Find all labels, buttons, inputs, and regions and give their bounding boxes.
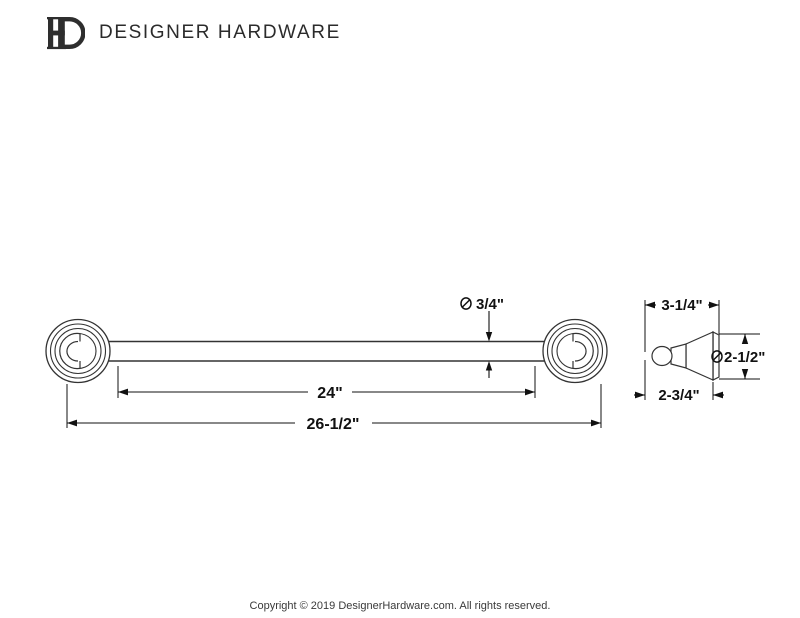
- post-side-view: 3-1/4" 2-1/2" 2-3/4": [634, 297, 765, 404]
- towel-bar-front-view: 3/4" 24" 26-1/2": [45, 296, 608, 433]
- overall-length-value: 26-1/2": [307, 416, 360, 433]
- copyright-footer: Copyright © 2019 DesignerHardware.com. A…: [249, 600, 551, 612]
- brand-wordmark: DESIGNER HARDWARE: [99, 22, 341, 43]
- dimension-base-offset: 2-3/4": [634, 360, 724, 404]
- post-profile: [651, 331, 720, 381]
- hd-monogram-icon: [47, 17, 85, 50]
- dimension-bar-diameter: 3/4": [460, 296, 504, 378]
- right-mounting-post: [542, 318, 608, 384]
- bar-diameter-label: 3/4": [460, 296, 504, 313]
- projection-value: 3-1/4": [661, 297, 702, 314]
- bar-tube: [78, 340, 572, 362]
- base-offset-value: 2-3/4": [658, 387, 699, 404]
- dimension-flange-diameter: 2-1/2": [711, 333, 765, 380]
- dimension-overall-length: 26-1/2": [66, 384, 602, 433]
- dimension-center-to-center: 24": [117, 366, 536, 402]
- left-mounting-post: [45, 318, 111, 384]
- center-to-center-value: 24": [317, 385, 342, 402]
- brand-header: DESIGNER HARDWARE: [47, 16, 341, 50]
- flange-diameter-label: 2-1/2": [711, 349, 765, 366]
- flange-diameter-value: 2-1/2": [724, 349, 765, 366]
- bar-diameter-value: 3/4": [476, 296, 504, 313]
- dimension-projection: 3-1/4": [644, 297, 720, 352]
